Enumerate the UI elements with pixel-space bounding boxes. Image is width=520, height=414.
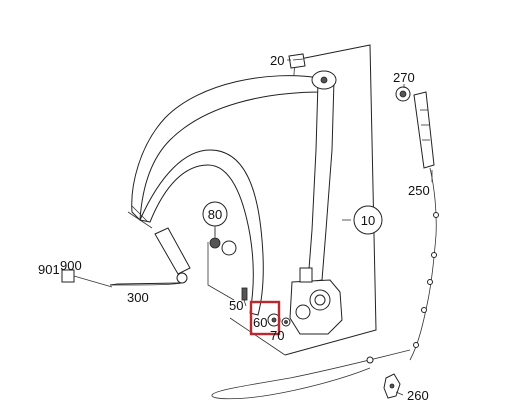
grommet-270: [395, 86, 411, 102]
svg-text:260: 260: [407, 388, 429, 403]
svg-text:60: 60: [253, 315, 267, 330]
screw-50: [241, 287, 248, 307]
callout-80[interactable]: 80: [202, 201, 228, 227]
washer-70: [281, 317, 291, 327]
svg-text:300: 300: [127, 290, 149, 305]
upper-anchor: [311, 70, 337, 90]
svg-text:250: 250: [408, 183, 430, 198]
buckle-assembly: [61, 227, 191, 288]
svg-text:50: 50: [229, 298, 243, 313]
callout-900[interactable]: 900: [60, 258, 82, 273]
nut-80: [207, 228, 237, 301]
callout-250[interactable]: 250: [408, 183, 430, 198]
callout-10[interactable]: 10: [353, 205, 383, 235]
callout-70[interactable]: 70: [270, 328, 284, 343]
callout-270[interactable]: 270: [393, 70, 415, 85]
retractor: [289, 267, 343, 335]
svg-text:900: 900: [60, 258, 82, 273]
svg-text:70: 70: [270, 328, 284, 343]
svg-text:901: 901: [38, 262, 60, 277]
callout-901[interactable]: 901: [38, 262, 60, 277]
callout-20[interactable]: 20: [270, 53, 284, 68]
leader-lines: [214, 59, 433, 396]
sensor-cable-250: [211, 91, 439, 400]
svg-text:20: 20: [270, 53, 284, 68]
svg-text:270: 270: [393, 70, 415, 85]
svg-text:80: 80: [208, 207, 222, 222]
callout-60-highlighted[interactable]: 60: [249, 300, 281, 336]
callout-300[interactable]: 300: [127, 290, 149, 305]
svg-text:10: 10: [361, 213, 375, 228]
callout-260[interactable]: 260: [407, 388, 429, 403]
clip-260: [383, 373, 401, 399]
callout-50[interactable]: 50: [229, 298, 243, 313]
washer-60: [267, 313, 281, 327]
bolt-20: [288, 53, 306, 69]
